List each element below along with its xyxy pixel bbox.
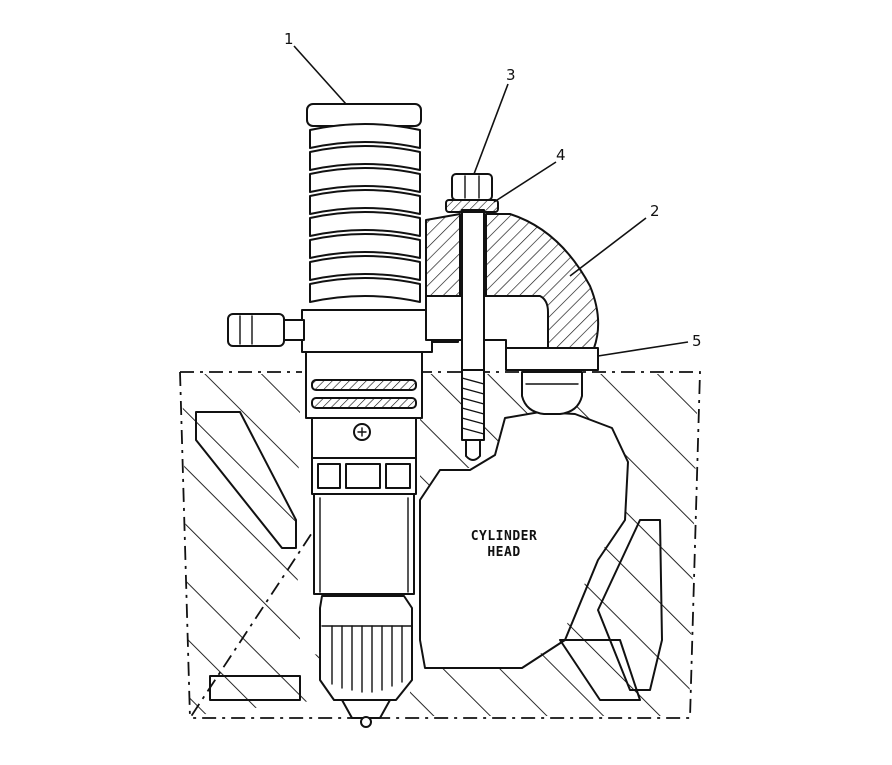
o-ring-upper bbox=[311, 379, 417, 391]
spacer-dowel bbox=[521, 371, 583, 415]
spacer-plate bbox=[505, 347, 599, 371]
cylinder-head-label-line1: CYLINDER bbox=[471, 529, 538, 544]
clamp-bolt bbox=[451, 173, 493, 461]
injector-tip-sleeve bbox=[319, 595, 413, 701]
injector-spring bbox=[309, 123, 421, 303]
injector-collar bbox=[301, 309, 433, 353]
bolt-hole-bottom bbox=[465, 439, 481, 461]
coolant-passage-outline bbox=[419, 411, 629, 669]
clamp-base-link bbox=[425, 295, 549, 349]
callout-1-leader bbox=[293, 45, 347, 105]
nut-flat bbox=[317, 463, 341, 489]
nozzle-tip bbox=[360, 716, 372, 728]
callout-4: 4 bbox=[556, 146, 566, 164]
cylinder-head-label-line2: HEAD bbox=[487, 545, 520, 560]
injector-nozzle bbox=[341, 699, 391, 719]
o-ring-lower bbox=[311, 397, 417, 409]
callout-3: 3 bbox=[506, 66, 516, 84]
cylinder-head: CYLINDER HEAD bbox=[179, 371, 701, 719]
cylinder-head-right-wall bbox=[408, 374, 698, 716]
mark-cross bbox=[357, 427, 367, 437]
bolt-washer bbox=[445, 199, 499, 213]
injector-barrel bbox=[313, 493, 415, 595]
right-bottom-passage bbox=[559, 639, 641, 701]
callout-3-leader bbox=[473, 83, 509, 175]
callout-5: 5 bbox=[692, 332, 702, 350]
nut-flat bbox=[345, 463, 381, 489]
spring-top-cap bbox=[306, 103, 422, 127]
callout-5-leader bbox=[597, 341, 689, 357]
clamp-spacer bbox=[505, 347, 599, 415]
clamp-left-block bbox=[425, 213, 461, 297]
right-passage-outline bbox=[597, 519, 663, 691]
nut-flat bbox=[385, 463, 411, 489]
left-passage-outline bbox=[195, 411, 297, 549]
bolt-shank bbox=[461, 209, 485, 371]
lower-passage-outline bbox=[209, 675, 301, 701]
tip-serrations bbox=[321, 625, 413, 693]
callout-2-leader bbox=[569, 217, 647, 277]
unit-injector bbox=[227, 103, 459, 728]
plug-stem bbox=[283, 319, 305, 341]
cylinder-head-left-wall bbox=[182, 374, 320, 716]
injector-clamp bbox=[425, 213, 600, 349]
bolt-head bbox=[451, 173, 493, 201]
bolt-threads bbox=[461, 377, 485, 435]
cylinder-head-outline bbox=[179, 371, 701, 719]
callout-4-leader bbox=[493, 161, 557, 203]
callouts: 1 2 3 4 5 bbox=[284, 30, 702, 357]
callout-1: 1 bbox=[284, 30, 294, 48]
injector-side-plug bbox=[227, 313, 285, 347]
callout-2: 2 bbox=[650, 202, 660, 220]
